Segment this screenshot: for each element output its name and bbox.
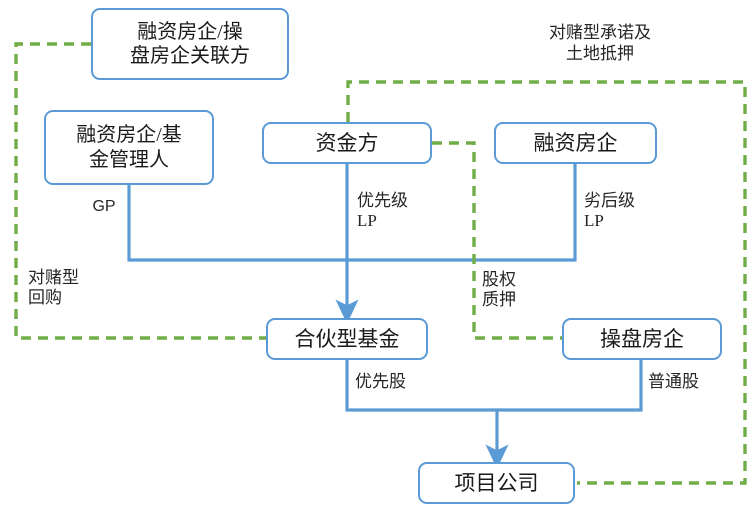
guarantee-dashed-path bbox=[346, 80, 747, 485]
label-junior-lp: 劣后级 LP bbox=[584, 191, 635, 231]
label-preferred-share: 优先股 bbox=[355, 372, 406, 391]
buyback-dashed-path bbox=[14, 42, 266, 340]
operator-to-project-connector bbox=[497, 359, 643, 412]
fund-to-project-connector bbox=[345, 359, 509, 469]
node-fund[interactable]: 合伙型基金 bbox=[266, 318, 428, 360]
label-common-share: 普通股 bbox=[648, 372, 699, 391]
gp-connector bbox=[127, 185, 347, 262]
node-affiliate[interactable]: 融资房企/操 盘房企关联方 bbox=[91, 8, 289, 80]
developer-to-fund-connector bbox=[347, 163, 577, 262]
solid-connectors bbox=[127, 163, 643, 469]
label-gp: GP bbox=[92, 198, 116, 215]
node-funder[interactable]: 资金方 bbox=[262, 122, 432, 164]
dashed-connectors bbox=[14, 42, 747, 485]
equity-pledge-dashed-path bbox=[432, 141, 562, 340]
label-buyback: 对赌型 回购 bbox=[28, 268, 79, 308]
node-developer[interactable]: 融资房企 bbox=[494, 122, 657, 164]
label-senior-lp: 优先级 LP bbox=[357, 191, 408, 231]
node-project-company[interactable]: 项目公司 bbox=[418, 462, 575, 504]
note-guarantee-land-mortgage: 对赌型承诺及 土地抵押 bbox=[549, 23, 651, 64]
label-equity-pledge: 股权 质押 bbox=[482, 270, 516, 310]
node-operator[interactable]: 操盘房企 bbox=[562, 318, 722, 360]
node-gp-manager[interactable]: 融资房企/基 金管理人 bbox=[44, 110, 214, 185]
